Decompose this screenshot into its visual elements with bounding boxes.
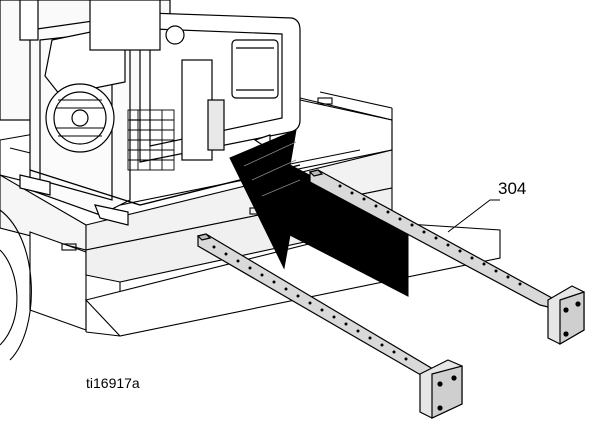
- direction-arrow: [229, 129, 409, 297]
- upper-bracket: [308, 169, 585, 346]
- arrow-highlights: [243, 141, 301, 197]
- air-filter-cage: [127, 109, 175, 171]
- lower-bracket: [196, 233, 463, 419]
- callout-leader-line: [447, 199, 500, 233]
- callout-part-number: 304: [498, 179, 526, 198]
- image-reference-code: ti16917a: [86, 375, 140, 391]
- engine-unit: [0, 0, 301, 226]
- upper-bracket-holes: [338, 184, 522, 286]
- lower-bracket-holes: [212, 245, 408, 361]
- engine-fins: [56, 99, 104, 137]
